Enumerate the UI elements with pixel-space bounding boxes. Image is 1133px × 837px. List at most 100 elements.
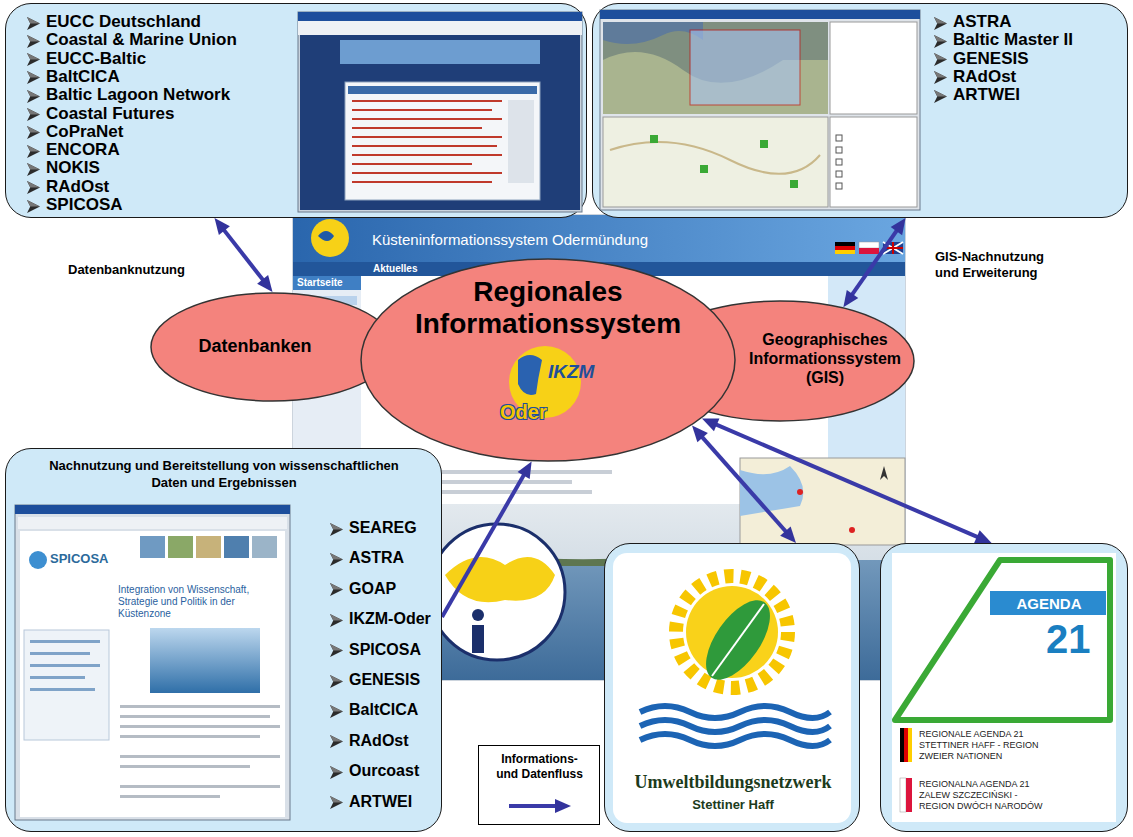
text-slot: GENESIS bbox=[349, 671, 439, 689]
project-name: GENESIS bbox=[953, 50, 1123, 68]
legend-arrow bbox=[479, 796, 599, 816]
text-slot: BaltCICA bbox=[349, 701, 439, 719]
bullet-arrow bbox=[330, 735, 343, 748]
spicosa-screenshot bbox=[15, 505, 290, 514]
logo-text: Oder bbox=[500, 401, 570, 424]
bullet-arrow bbox=[934, 90, 947, 103]
bullet-arrow bbox=[27, 108, 40, 121]
text-slot: SPICOSA bbox=[50, 552, 130, 567]
database-ellipse: Datenbanken bbox=[150, 292, 395, 402]
bullet-arrow bbox=[27, 145, 40, 158]
bullet-arrow bbox=[330, 705, 343, 718]
project-name: EUCC Deutschland bbox=[46, 13, 296, 31]
bullet-arrow bbox=[27, 71, 40, 84]
database-screenshot bbox=[298, 21, 582, 35]
bullet-arrow bbox=[27, 163, 40, 176]
bullet-arrow bbox=[27, 200, 40, 213]
project-name: GENESIS bbox=[349, 671, 439, 689]
gis-screenshot bbox=[603, 117, 828, 207]
gis-screenshot bbox=[603, 22, 703, 44]
environment-network-logo bbox=[712, 604, 764, 676]
bullet-arrow bbox=[27, 145, 40, 158]
project-name: Baltic Master II bbox=[953, 31, 1123, 49]
bullet-arrow bbox=[330, 614, 343, 627]
website-frame bbox=[311, 219, 349, 257]
bullet-arrow bbox=[27, 53, 40, 60]
bullet-arrow bbox=[27, 17, 40, 24]
spicosa-screenshot bbox=[120, 735, 260, 738]
text-slot: Baltic Master II bbox=[953, 31, 1123, 49]
site-logo-text: SPICOSA bbox=[50, 552, 130, 567]
flow-arrow bbox=[702, 418, 992, 543]
arrow-head bbox=[692, 426, 708, 443]
agenda21-logo bbox=[908, 728, 912, 762]
project-name: BaltCICA bbox=[349, 701, 439, 719]
bullet-arrow bbox=[27, 35, 40, 48]
bullet-arrow bbox=[27, 200, 40, 213]
bullet-arrow bbox=[27, 53, 40, 66]
bullet-arrow bbox=[934, 35, 947, 48]
gis-screenshot bbox=[790, 180, 798, 188]
ellipse-label: Geographisches Informationssystem (GIS) bbox=[740, 330, 910, 387]
bullet-arrow bbox=[330, 705, 343, 718]
bullet-arrow bbox=[27, 200, 40, 207]
bullet-arrow bbox=[27, 181, 40, 194]
logo-text: 21 bbox=[1046, 618, 1108, 660]
bullet-arrow bbox=[934, 35, 947, 48]
project-name: RAdOst bbox=[953, 68, 1123, 86]
database-screenshot bbox=[352, 136, 502, 138]
project-name: ENCORA bbox=[46, 141, 296, 159]
region-map bbox=[797, 489, 803, 495]
spicosa-screenshot bbox=[120, 755, 280, 758]
agenda21-logo bbox=[900, 778, 906, 812]
text-slot: Küsteninformationssystem Odermündung bbox=[372, 231, 702, 248]
spicosa-screenshot bbox=[120, 725, 280, 728]
spicosa-screenshot bbox=[29, 551, 47, 569]
text-slot: AGENDA bbox=[991, 595, 1107, 612]
bullet-arrow bbox=[330, 553, 343, 566]
region-map bbox=[849, 527, 855, 533]
spicosa-screenshot bbox=[120, 785, 280, 788]
bullet-arrow bbox=[330, 644, 343, 657]
gis-screenshot bbox=[650, 135, 658, 143]
bullet-arrow bbox=[330, 796, 343, 809]
text-slot: Regionales Informationssystem bbox=[398, 276, 698, 340]
spicosa-screenshot bbox=[120, 765, 250, 768]
bullet-arrow bbox=[27, 90, 40, 103]
bullet-arrow bbox=[934, 35, 947, 42]
text-slot: NOKIS bbox=[46, 159, 296, 177]
arrow-head bbox=[891, 218, 906, 235]
database-screenshot bbox=[352, 154, 502, 156]
ikzm-logo bbox=[509, 346, 581, 418]
logo-text: IKZM bbox=[548, 361, 610, 383]
logo-text: AGENDA bbox=[991, 595, 1107, 612]
project-name: BaltCICA bbox=[46, 68, 296, 86]
spicosa-screenshot bbox=[252, 536, 277, 558]
project-name: CoPraNet bbox=[46, 123, 296, 141]
flow-arrow bbox=[215, 218, 273, 292]
database-screenshot bbox=[508, 100, 534, 183]
text-slot: EUCC Deutschland bbox=[46, 13, 296, 31]
bullet-arrow bbox=[934, 17, 947, 24]
ellipse-outline bbox=[151, 293, 394, 401]
info-logo bbox=[429, 524, 565, 660]
text-slot: Stettiner Haff bbox=[605, 798, 861, 813]
database-screenshot bbox=[352, 145, 497, 147]
spicosa-screenshot bbox=[224, 536, 249, 558]
bullet-arrow bbox=[27, 35, 40, 48]
bullet-arrow bbox=[27, 181, 40, 194]
gis-screenshot bbox=[836, 159, 842, 165]
bullet-arrow bbox=[27, 145, 40, 152]
spicosa-screenshot bbox=[30, 652, 90, 655]
spicosa-screenshot bbox=[24, 630, 109, 740]
website-frame bbox=[835, 242, 855, 246]
gis-screenshot bbox=[600, 10, 920, 210]
gis-screenshot bbox=[836, 135, 842, 141]
text-slot: REGIONALE AGENDA 21 STETTINER HAFF - REG… bbox=[919, 729, 1044, 762]
bullet-arrow bbox=[330, 675, 343, 682]
text-slot: Integration von Wissenschaft, Strategie … bbox=[118, 584, 285, 620]
website-frame bbox=[835, 250, 855, 254]
bullet-arrow bbox=[330, 766, 343, 779]
flow-arrow bbox=[843, 218, 905, 307]
bullet-arrow bbox=[27, 90, 40, 97]
